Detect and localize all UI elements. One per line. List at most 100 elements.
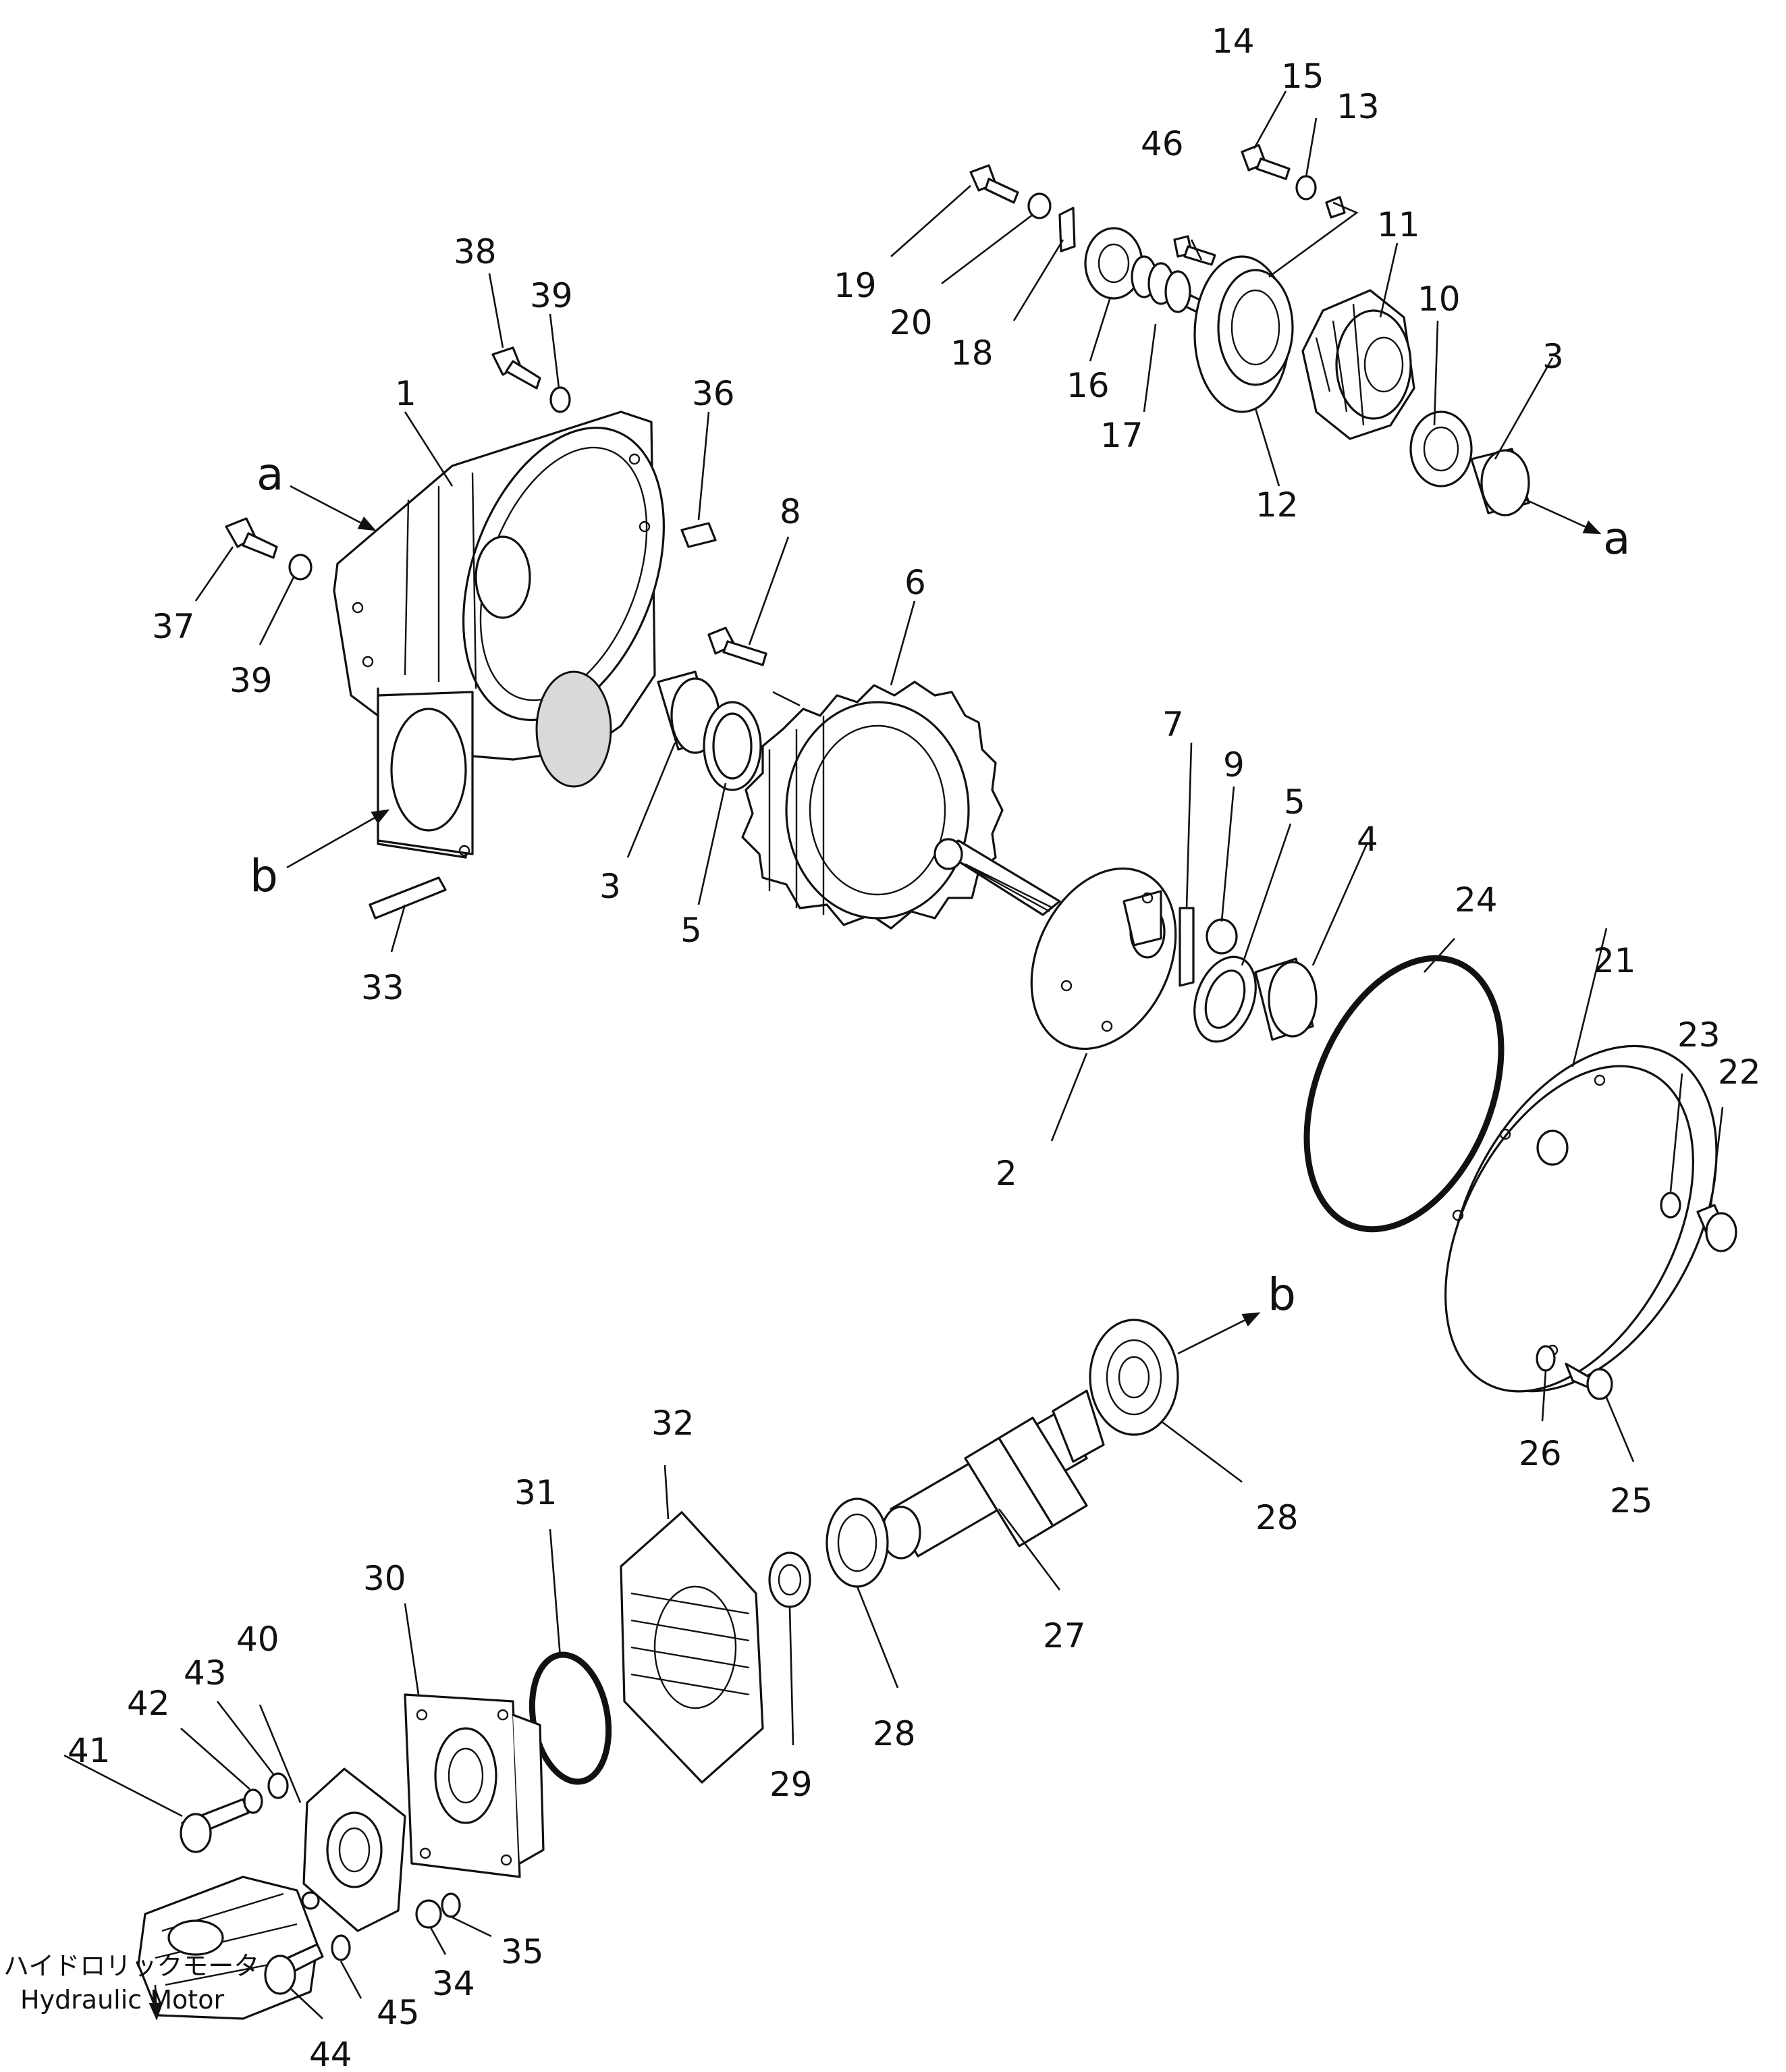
plug-22: [1696, 1204, 1737, 1252]
bolt-38: [491, 346, 541, 390]
part-number-26: 26: [1519, 1434, 1562, 1473]
coupling-11: [1301, 289, 1415, 440]
part-number-1: 1: [395, 374, 416, 413]
part-number-5: 5: [1284, 782, 1305, 822]
bolt-14: [1241, 144, 1291, 180]
part-number-19: 19: [834, 266, 877, 305]
lock-plate-18: [1058, 207, 1076, 253]
part-number-17: 17: [1100, 416, 1143, 455]
part-number-11: 11: [1377, 205, 1420, 244]
part-number-32: 32: [651, 1404, 695, 1443]
part-numbers: 1 2 3 3 4 5 5 6 7 8 9 10 11 12 13 14 15 …: [67, 22, 1761, 2072]
part-number-41: 41: [67, 1731, 111, 1770]
ref-letter-b-left: b: [250, 850, 278, 902]
part-number-10: 10: [1417, 280, 1461, 319]
part-number-33: 33: [361, 968, 404, 1007]
part-number-8: 8: [780, 492, 801, 531]
part-number-18: 18: [950, 334, 994, 373]
part-number-40: 40: [236, 1620, 279, 1659]
part-number-4: 4: [1357, 820, 1378, 859]
part-number-28: 28: [873, 1714, 916, 1753]
washer-26: [1536, 1345, 1556, 1372]
cover-21: [1444, 1044, 1718, 1393]
ref-letter-a-right: a: [1603, 512, 1630, 564]
bolt-8: [707, 627, 767, 666]
bolt-46: [1173, 235, 1216, 266]
washer-35: [441, 1892, 461, 1918]
part-number-42: 42: [127, 1684, 170, 1723]
stud-33: [369, 876, 447, 920]
part-number-21: 21: [1593, 941, 1636, 980]
part-number-46: 46: [1141, 124, 1184, 163]
part-number-30: 30: [363, 1559, 406, 1598]
part-number-16: 16: [1066, 366, 1110, 405]
nut-9: [1206, 918, 1238, 955]
ref-letter-a-left: a: [256, 448, 283, 500]
lock-plate-7: [1179, 907, 1195, 987]
shim-5-left: [703, 701, 762, 791]
part-number-14: 14: [1212, 22, 1255, 61]
part-number-43: 43: [184, 1653, 227, 1693]
part-number-24: 24: [1455, 880, 1498, 920]
part-number-23: 23: [1677, 1015, 1721, 1055]
part-number-3: 3: [1542, 337, 1564, 376]
part-number-25: 25: [1610, 1481, 1653, 1520]
part-number-37: 37: [152, 607, 195, 646]
part-number-45: 45: [377, 1993, 420, 2032]
motor-flange-30: [404, 1693, 545, 1878]
o-ring-23: [1660, 1192, 1681, 1219]
shim-5-right: [1193, 955, 1257, 1043]
part-number-20: 20: [890, 303, 933, 342]
bearing-3-right: [1470, 448, 1530, 516]
bearing-29: [768, 1551, 811, 1608]
bolt-37: [225, 517, 278, 559]
motor-label-japanese: ハイドロリックモータ: [3, 1951, 259, 1981]
bolt-25: [1565, 1362, 1613, 1400]
part-number-3: 3: [599, 867, 621, 906]
part-number-28: 28: [1255, 1498, 1299, 1537]
bolt-19: [969, 164, 1019, 204]
shaft-flange: [933, 838, 1177, 1051]
nut-34: [415, 1899, 442, 1929]
washer-20: [1027, 192, 1052, 219]
part-number-6: 6: [904, 563, 926, 602]
part-number-31: 31: [514, 1473, 558, 1512]
washer-39-top: [549, 386, 571, 413]
part-number-27: 27: [1043, 1616, 1086, 1655]
washer-42: [243, 1788, 263, 1814]
leader-lines: [63, 90, 1724, 2019]
part-number-13: 13: [1336, 87, 1380, 126]
part-number-2: 2: [996, 1154, 1017, 1193]
part-number-29: 29: [769, 1765, 813, 1804]
bushing-4: [1254, 957, 1318, 1041]
part-number-36: 36: [692, 374, 735, 413]
dowel-pin-36: [680, 522, 717, 548]
part-number-39: 39: [229, 661, 273, 700]
ref-letter-b-right: b: [1268, 1269, 1296, 1321]
part-number-38: 38: [454, 232, 497, 271]
gear-housing: [333, 410, 665, 859]
flange-12: [1193, 255, 1294, 413]
washer-43: [267, 1772, 289, 1799]
plate-13: [1325, 196, 1346, 219]
spur-gear: [741, 681, 1004, 930]
part-number-7: 7: [1162, 705, 1184, 744]
reference-letters: a a b b: [250, 448, 1630, 1321]
part-number-35: 35: [501, 1932, 544, 1971]
reference-arrows: [148, 485, 1602, 2021]
washer-39-left: [288, 554, 313, 581]
bearing-10: [1409, 410, 1473, 487]
part-number-9: 9: [1223, 745, 1245, 785]
bearing-28-left: [826, 1497, 889, 1588]
part-number-39: 39: [530, 276, 573, 315]
part-number-34: 34: [432, 1964, 475, 2003]
bolt-44: [264, 1943, 324, 1995]
part-number-12: 12: [1255, 485, 1299, 525]
bolt-41: [180, 1798, 250, 1853]
heat-exchanger-32: [620, 1511, 764, 1784]
part-number-5: 5: [680, 911, 702, 950]
shaft-pin-17: [1131, 255, 1210, 319]
part-number-44: 44: [309, 2035, 352, 2072]
part-number-22: 22: [1718, 1053, 1761, 1092]
